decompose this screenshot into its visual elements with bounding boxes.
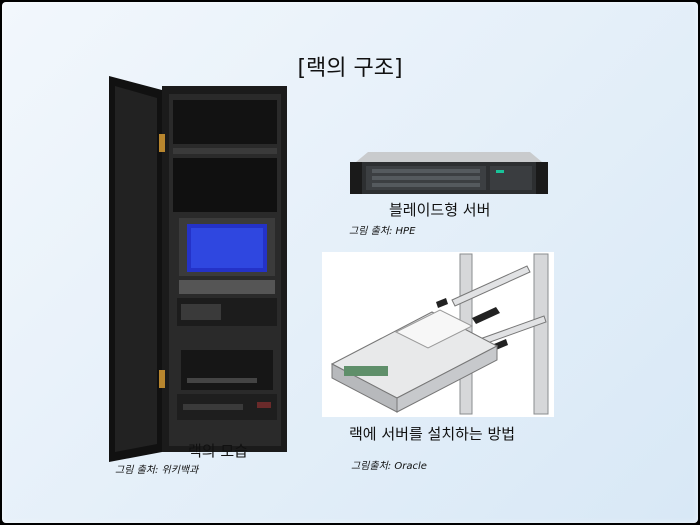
blade-server-image <box>350 152 548 200</box>
blade-source: 그림 출처: HPE <box>349 222 415 237</box>
rack-install-image <box>322 252 554 417</box>
rack-source: 그림 출처: 위키백과 <box>115 461 198 476</box>
blade-caption: 블레이드형 서버 <box>389 199 490 220</box>
install-source: 그림출처: Oracle <box>351 457 427 472</box>
install-caption: 랙에 서버를 설치하는 방법 <box>349 423 515 444</box>
rack-caption: 랙의 모습 <box>188 440 248 461</box>
rack-cabinet-image <box>107 74 287 464</box>
